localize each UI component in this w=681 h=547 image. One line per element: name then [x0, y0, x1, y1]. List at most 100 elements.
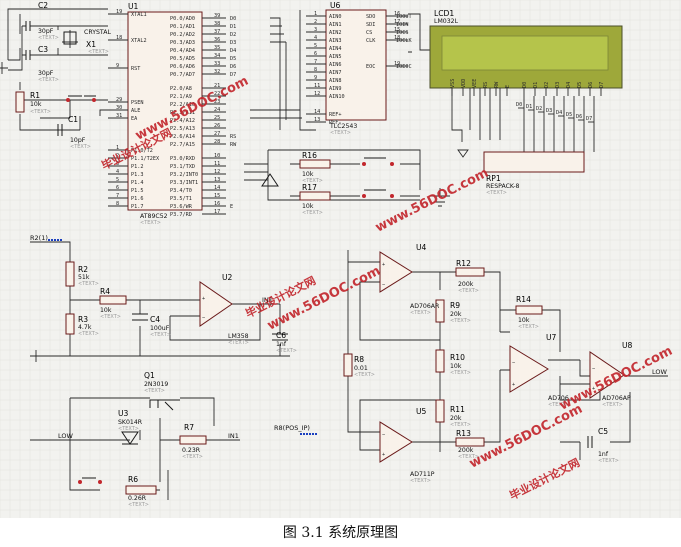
svg-text:LOW: LOW: [652, 368, 668, 376]
u6-pin-number: 7: [314, 59, 317, 65]
svg-text:<TEXT>: <TEXT>: [276, 348, 297, 354]
u1-pin-number: 2: [116, 153, 119, 159]
lcd-bus-label: D3: [546, 108, 552, 114]
svg-text:200k: 200k: [458, 447, 474, 454]
u1-pin-number: 37: [214, 29, 220, 35]
u6-pin-number: 4: [314, 35, 317, 41]
lcd-bus-label: D7: [586, 116, 592, 122]
svg-text:10pF: 10pF: [70, 137, 86, 144]
lcd-bus-label: D6: [576, 114, 582, 120]
svg-text:C6: C6: [276, 331, 286, 340]
u3-zener: U3 SK014R <TEXT>: [118, 409, 143, 432]
u1-mcu: U1 AT89C52 <TEXT> XTAL119XTAL218RST9PSEN…: [108, 2, 237, 226]
u1-pin-label: P0.3/AD3: [170, 40, 195, 46]
u1-pin-number: 31: [116, 113, 122, 119]
svg-text:U1: U1: [128, 2, 139, 11]
u1-pin-label: ALE: [131, 108, 140, 114]
u6-pin-label: CS: [366, 30, 372, 36]
u1-pin-number: 5: [116, 177, 119, 183]
u1-pin-number: 14: [214, 185, 220, 191]
u1-pin-number: 27: [214, 131, 220, 137]
u1-pin-label: P2.1/A9: [170, 94, 192, 100]
svg-text:−: −: [202, 315, 205, 321]
r1-resistor: R1 10k <TEXT>: [30, 91, 51, 115]
svg-text:<TEXT>: <TEXT>: [410, 478, 431, 484]
u1-pin-number: 34: [214, 53, 220, 59]
u1-pin-number: 4: [116, 169, 119, 175]
u6-pin-label: AIN9: [329, 86, 342, 92]
lcd-pin-label: RW: [494, 81, 500, 88]
u6-pin-number: 12: [314, 91, 320, 97]
u1-net-label: D5: [230, 56, 236, 62]
svg-text:−: −: [592, 366, 595, 372]
u6-pin-label: AIN4: [329, 46, 342, 52]
svg-text:30pF: 30pF: [38, 70, 54, 77]
u6-pin-number: 13: [314, 117, 320, 123]
u6-pin-label: AIN6: [329, 62, 342, 68]
u6-pin-label: AIN2: [329, 30, 342, 36]
svg-text:100uF: 100uF: [150, 325, 170, 332]
u1-pin-number: 26: [214, 123, 220, 129]
svg-text:R9: R9: [450, 301, 460, 310]
svg-text:+: +: [382, 262, 385, 268]
svg-text:U8: U8: [622, 341, 633, 350]
svg-text:C1: C1: [68, 115, 78, 124]
u1-pin-number: 15: [214, 193, 220, 199]
u1-pin-label: P2.5/A13: [170, 126, 195, 132]
svg-text:R6: R6: [128, 475, 138, 484]
r13-resistor: R13 200k <TEXT>: [456, 429, 479, 460]
u6-pin-number: 11: [314, 83, 320, 89]
r3-resistor: R3 4.7k <TEXT>: [78, 315, 99, 337]
svg-text:−: −: [512, 360, 515, 366]
u6-pin-number: 18: [394, 35, 400, 41]
svg-text:SK014R: SK014R: [118, 419, 143, 426]
svg-text:U2: U2: [222, 273, 233, 282]
svg-text:<TEXT>: <TEXT>: [88, 49, 109, 55]
u6-net-label: IOCS: [396, 30, 409, 36]
svg-text:C5: C5: [598, 427, 608, 436]
u6-pin-label: AIN5: [329, 54, 342, 60]
u1-pin-label: P0.1/AD1: [170, 24, 195, 30]
u6-pin-label: REF+: [329, 112, 342, 118]
u1-pin-label: P2.2/A10: [170, 102, 195, 108]
u1-pin-number: 16: [214, 201, 220, 207]
u6-net-label: IOOUT: [396, 14, 412, 20]
svg-text:www.56DOC.com: www.56DOC.com: [373, 166, 491, 236]
u1-pin-number: 29: [116, 97, 122, 103]
oscillator-circuit: [0, 8, 108, 74]
u1-pin-number: 3: [116, 161, 119, 167]
u1-pin-number: 39: [214, 13, 220, 19]
u2-amp-section: + − R2(1) IN1: [30, 234, 290, 362]
lcd-pin-label: D0: [522, 82, 528, 88]
u1-pin-number: 24: [214, 107, 220, 113]
u6-pin-label: AIN1: [329, 22, 342, 28]
svg-text:<TEXT>: <TEXT>: [100, 314, 121, 320]
u1-pin-label: P3.3/INT1: [170, 180, 198, 186]
svg-text:51k: 51k: [78, 274, 90, 281]
lcd-pin-label: VEE: [472, 79, 478, 88]
svg-text:TLC2543: TLC2543: [329, 123, 357, 130]
svg-text:<TEXT>: <TEXT>: [602, 402, 623, 408]
u1-pin-number: 1: [116, 145, 119, 151]
svg-text:R12: R12: [456, 259, 471, 268]
u1-pin-number: 36: [214, 37, 220, 43]
svg-text:R4: R4: [100, 287, 110, 296]
schematic-canvas: C2 30pF <TEXT> C3 30pF <TEXT> X1 CRYSTAL…: [0, 0, 681, 518]
u6-pin-label: EOC: [366, 64, 375, 70]
lcd-pin-label: E: [505, 85, 511, 88]
svg-text:<TEXT>: <TEXT>: [458, 288, 479, 294]
u1-pin-number: 19: [116, 9, 122, 15]
svg-text:10k: 10k: [302, 203, 314, 210]
svg-text:U7: U7: [546, 333, 557, 342]
svg-text:<TEXT>: <TEXT>: [78, 281, 99, 287]
svg-text:R7: R7: [184, 423, 194, 432]
u1-pin-number: 11: [214, 161, 220, 167]
u6-pin-number: 14: [314, 109, 320, 115]
u1-pin-number: 17: [214, 209, 220, 215]
svg-text:R13: R13: [456, 429, 471, 438]
svg-text:200k: 200k: [458, 281, 474, 288]
u6-pin-number: 2: [314, 19, 317, 25]
r12-resistor: R12 200k <TEXT>: [456, 259, 479, 294]
svg-text:4.7k: 4.7k: [78, 324, 92, 331]
